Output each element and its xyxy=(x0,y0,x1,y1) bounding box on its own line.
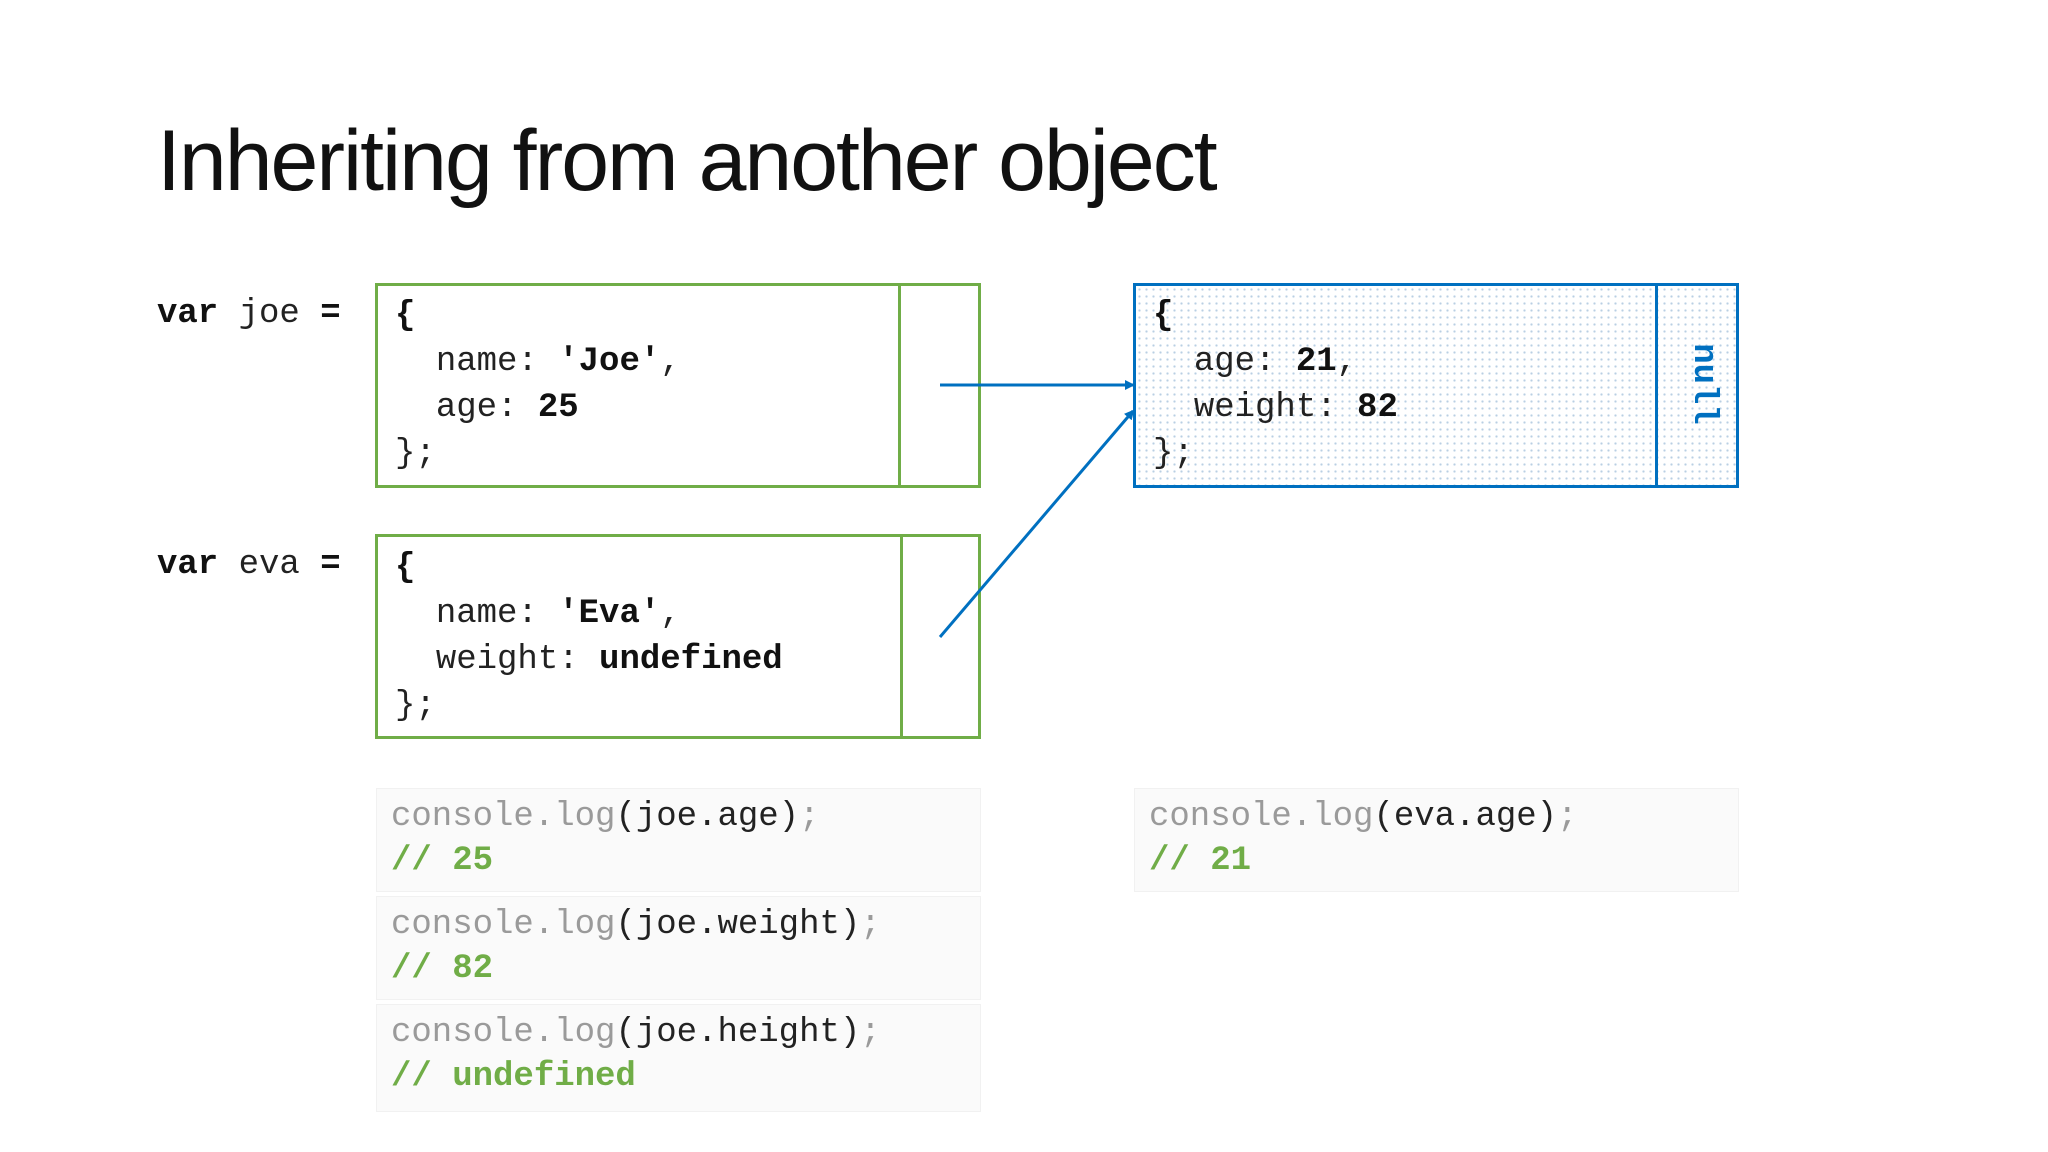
joe-object-box xyxy=(375,283,981,488)
log-line: console.log(joe.age); xyxy=(391,795,966,839)
log-arg: (joe.weight) xyxy=(615,906,861,944)
joe-var-keyword: var xyxy=(157,295,219,333)
joe-prototype-slot xyxy=(898,286,901,485)
eva-object-code: { name: 'Eva', weight: undefined }; xyxy=(395,545,783,729)
prototype-object-code: { age: 21, weight: 82 }; xyxy=(1153,293,1398,477)
joe-var-name: joe xyxy=(238,295,300,333)
log-arg: (joe.height) xyxy=(615,1014,861,1052)
proto-age-value: 21 xyxy=(1295,343,1337,381)
eva-name-key: name: xyxy=(435,595,538,633)
log-call: console.log xyxy=(391,1014,616,1052)
joe-object-code: { name: 'Joe', age: 25 }; xyxy=(395,293,681,477)
eva-prototype-arrow xyxy=(938,409,1135,638)
joe-log-box-3: console.log(joe.height); // undefined xyxy=(376,1004,981,1112)
proto-close-brace: }; xyxy=(1153,435,1194,473)
slide-title: Inheriting from another object xyxy=(157,113,1218,209)
log-arg: (joe.age) xyxy=(615,798,800,836)
log-end: ; xyxy=(799,798,820,836)
eva-var-keyword: var xyxy=(157,546,219,584)
proto-weight-value: 82 xyxy=(1357,389,1398,427)
eva-declaration: var eva = xyxy=(157,546,341,584)
eva-var-name: eva xyxy=(238,546,300,584)
proto-age-key: age: xyxy=(1193,343,1276,381)
joe-age-key: age: xyxy=(435,389,518,427)
joe-declaration: var joe = xyxy=(157,295,341,333)
log-end: ; xyxy=(1557,798,1578,836)
joe-open-brace: { xyxy=(395,297,416,335)
log-end: ; xyxy=(860,906,881,944)
eva-comma: , xyxy=(660,595,681,633)
eva-prototype-slot xyxy=(900,537,903,736)
eva-log-box: console.log(eva.age); // 21 xyxy=(1134,788,1739,892)
log-line: console.log(eva.age); xyxy=(1149,795,1724,839)
joe-equals: = xyxy=(320,295,341,333)
prototype-object-box xyxy=(1133,283,1739,488)
log-result: // 25 xyxy=(391,842,494,880)
prototype-link-slot xyxy=(1655,286,1658,485)
log-call: console.log xyxy=(391,906,616,944)
eva-object-box xyxy=(375,534,981,739)
log-result: // 82 xyxy=(391,950,494,988)
log-arg: (eva.age) xyxy=(1373,798,1558,836)
eva-equals: = xyxy=(320,546,341,584)
joe-log-box-1: console.log(joe.age); // 25 xyxy=(376,788,981,892)
eva-weight-value: undefined xyxy=(599,641,783,679)
log-call: console.log xyxy=(1149,798,1374,836)
log-end: ; xyxy=(860,1014,881,1052)
joe-comma: , xyxy=(660,343,681,381)
log-result: // undefined xyxy=(391,1058,636,1096)
log-line: console.log(joe.weight); xyxy=(391,903,966,947)
proto-open-brace: { xyxy=(1153,297,1174,335)
proto-weight-key: weight: xyxy=(1193,389,1337,427)
joe-name-key: name: xyxy=(435,343,538,381)
log-call: console.log xyxy=(391,798,616,836)
joe-age-value: 25 xyxy=(537,389,579,427)
eva-close-brace: }; xyxy=(395,687,436,725)
eva-name-value: 'Eva' xyxy=(558,595,661,633)
joe-close-brace: }; xyxy=(395,435,436,473)
joe-log-box-2: console.log(joe.weight); // 82 xyxy=(376,896,981,1000)
proto-comma: , xyxy=(1336,343,1358,381)
eva-open-brace: { xyxy=(395,549,416,587)
joe-name-value: 'Joe' xyxy=(558,343,661,381)
log-result: // 21 xyxy=(1149,842,1252,880)
log-line: console.log(joe.height); xyxy=(391,1011,966,1055)
eva-weight-key: weight: xyxy=(435,641,579,679)
